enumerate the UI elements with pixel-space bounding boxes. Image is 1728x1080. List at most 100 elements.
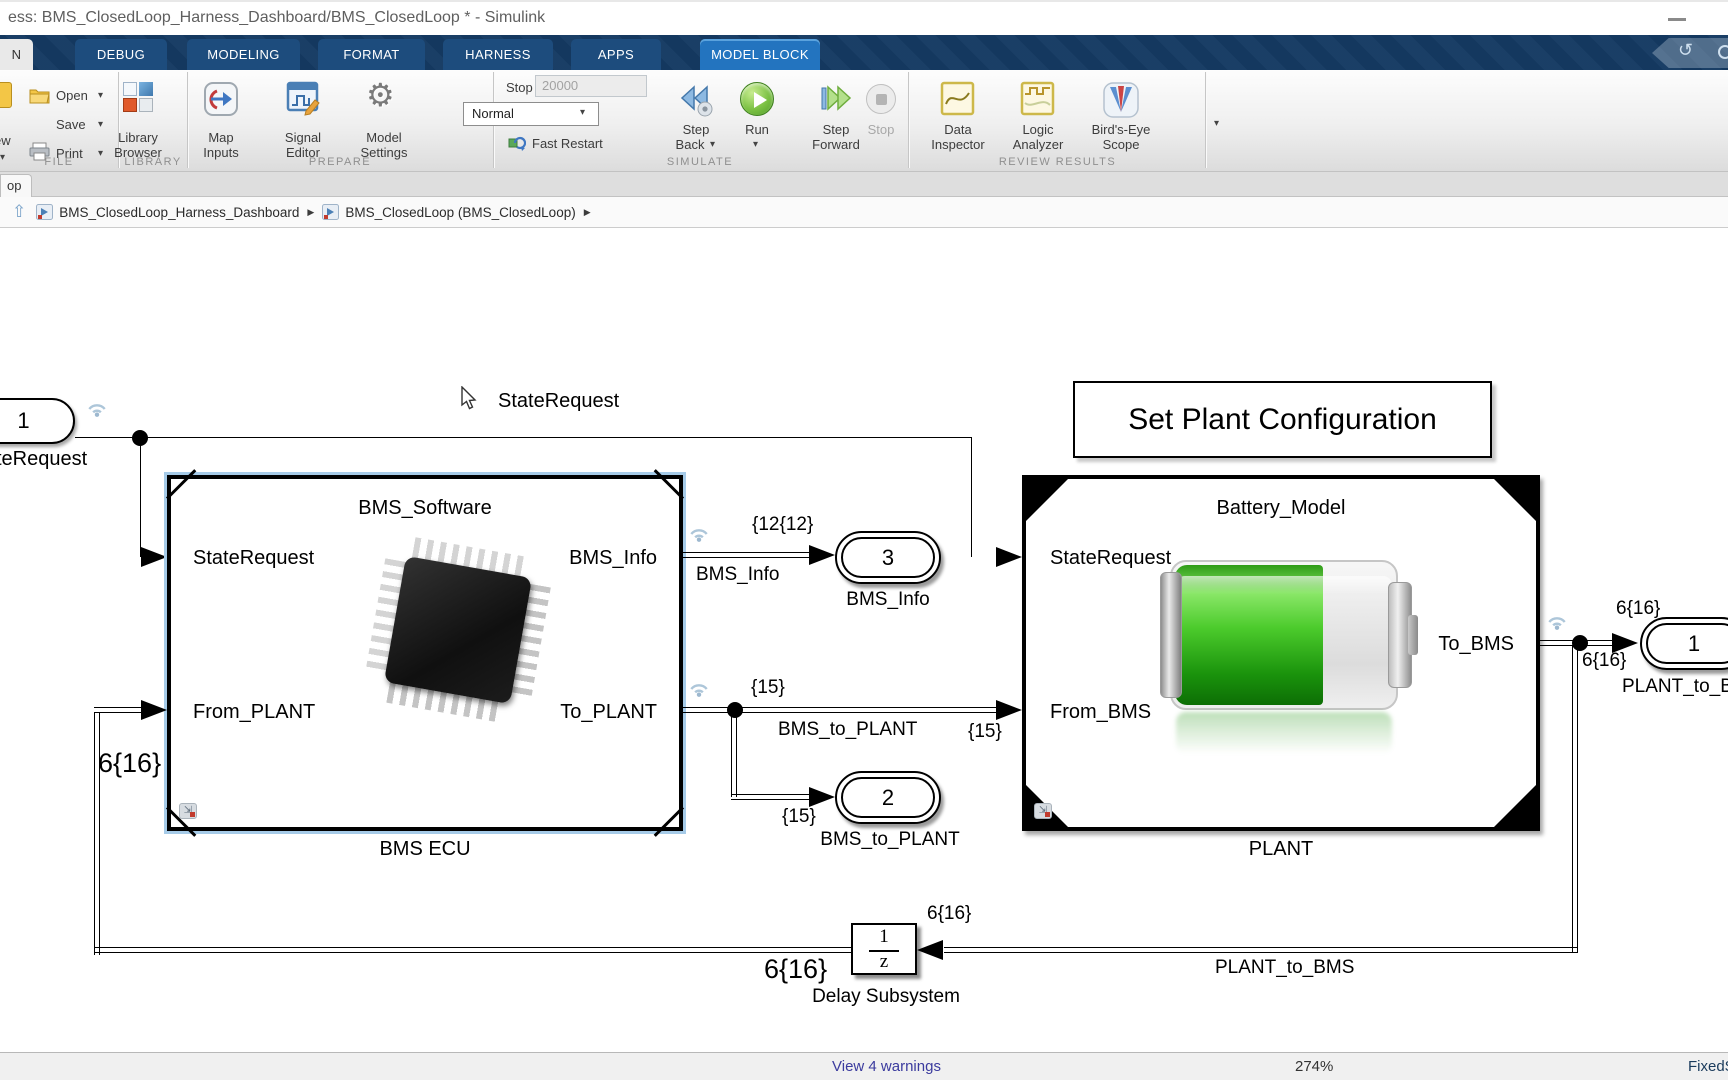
model-canvas[interactable]: 1 teRequest StateRequest BMS_Software St…	[0, 228, 1728, 1052]
bus-line-branch-outport2[interactable]	[731, 713, 737, 797]
breadcrumb-separator-icon[interactable]: ▶	[307, 206, 315, 217]
logged-signal-icon[interactable]	[688, 525, 710, 543]
block-name-plant[interactable]: PLANT	[1248, 838, 1314, 860]
save-dropdown-caret[interactable]: ▾	[98, 119, 104, 130]
library-browser-icon[interactable]	[123, 82, 153, 112]
model-settings-gear-icon[interactable]: ⚙	[366, 77, 395, 113]
navigate-up-icon[interactable]: ⇧	[12, 202, 27, 221]
delay-subsystem-block[interactable]: 1 z	[851, 923, 917, 975]
outport-block-3[interactable]: 3	[835, 531, 941, 584]
view-warnings-link[interactable]: View 4 warnings	[832, 1058, 941, 1075]
run-button-icon[interactable]	[740, 82, 774, 116]
bus-line-branch-outport2-h[interactable]	[731, 794, 811, 800]
signal-line-staterequest-branch[interactable]	[140, 437, 141, 557]
bus-line-bms-to-plant[interactable]	[683, 707, 1003, 713]
outport-label-bms-info[interactable]: BMS_Info	[846, 589, 930, 610]
data-inspector-button[interactable]: Data Inspector	[931, 122, 985, 152]
annotation-set-plant-configuration[interactable]: Set Plant Configuration	[1073, 381, 1492, 458]
logged-signal-icon[interactable]	[1546, 613, 1568, 631]
step-back-button[interactable]: Step	[682, 122, 710, 137]
signal-line-staterequest-drop[interactable]	[971, 437, 972, 557]
logic-analyzer-button[interactable]: Logic Analyzer	[1012, 122, 1064, 152]
new-model-icon[interactable]	[0, 82, 12, 108]
zoom-level[interactable]: 274%	[1295, 1058, 1334, 1075]
model-settings-button[interactable]: Model Settings	[360, 130, 408, 160]
map-inputs-button[interactable]: Map Inputs	[203, 130, 239, 160]
block-name-delay-subsystem[interactable]: Delay Subsystem	[812, 986, 960, 1007]
print-button[interactable]: Print	[56, 146, 83, 161]
search-icon[interactable]	[1718, 45, 1728, 59]
run-button[interactable]: Run	[745, 122, 769, 137]
signal-name-plant-to-bms[interactable]: PLANT_to_BMS	[1215, 957, 1355, 978]
model-reference-badge-icon: ⇲	[1034, 803, 1052, 819]
corner-mark	[1494, 479, 1536, 521]
open-button[interactable]: Open	[56, 88, 88, 103]
sim-mode-select[interactable]: Normal	[463, 102, 599, 126]
signal-name-bms-info[interactable]: BMS_Info	[696, 564, 780, 585]
new-button-label[interactable]: ew	[0, 133, 11, 148]
bus-line-into-from-plant[interactable]	[94, 707, 146, 713]
run-caret[interactable]: ▾	[753, 139, 759, 150]
data-inspector-icon[interactable]	[940, 81, 976, 117]
save-button[interactable]: Save	[56, 117, 86, 132]
step-forward-button[interactable]: Step	[822, 122, 850, 137]
logged-signal-icon[interactable]	[86, 400, 108, 418]
stop-time-input[interactable]: 20000	[535, 75, 647, 97]
sim-mode-caret[interactable]: ▾	[580, 107, 586, 118]
tab-apps[interactable]: APPS	[571, 39, 661, 70]
inport-label[interactable]: teRequest	[0, 448, 88, 470]
fast-restart-icon[interactable]	[508, 134, 526, 151]
tab-harness[interactable]: HARNESS	[443, 39, 553, 70]
branch-dot[interactable]	[132, 430, 148, 446]
step-back-button-2[interactable]: Back	[675, 137, 705, 152]
breadcrumb-item-1[interactable]: BMS_ClosedLoop_Harness_Dashboard	[59, 204, 300, 220]
review-more-caret[interactable]: ▾	[1214, 118, 1220, 129]
step-forward-icon[interactable]	[818, 82, 854, 118]
signal-line-staterequest[interactable]	[75, 437, 972, 438]
tab-model-block[interactable]: MODEL BLOCK	[700, 39, 820, 70]
dim-label-6-16: 6{16}	[1616, 598, 1661, 619]
print-dropdown-caret[interactable]: ▾	[98, 148, 104, 159]
inport-block-staterequest[interactable]: 1	[0, 398, 75, 444]
breadcrumb-item-2[interactable]: BMS_ClosedLoop (BMS_ClosedLoop)	[345, 204, 576, 220]
new-dropdown-caret[interactable]: ▾	[0, 152, 6, 163]
fast-restart-checkbox[interactable]: Fast Restart	[532, 136, 603, 151]
solver-name[interactable]: FixedSte	[1688, 1058, 1728, 1075]
bus-line-plant-to-bms-return[interactable]	[94, 712, 100, 955]
signal-editor-icon[interactable]	[286, 80, 322, 118]
minimize-icon[interactable]	[1668, 18, 1686, 21]
birds-eye-scope-icon[interactable]	[1102, 81, 1140, 119]
logic-analyzer-icon[interactable]	[1020, 81, 1056, 117]
bus-line-feedback-left[interactable]	[94, 947, 851, 953]
map-inputs-icon[interactable]	[202, 80, 240, 118]
open-folder-icon[interactable]	[28, 86, 52, 105]
branch-dot[interactable]	[1572, 635, 1588, 651]
undo-icon[interactable]: ↺	[1678, 40, 1694, 60]
tab-format[interactable]: FORMAT	[318, 39, 425, 70]
breadcrumb-separator-icon[interactable]: ▶	[583, 206, 591, 217]
port-arrow	[141, 700, 167, 720]
step-back-icon[interactable]	[678, 82, 714, 118]
library-browser-button[interactable]: Library Browser	[114, 130, 162, 160]
signal-name-bms-to-plant[interactable]: BMS_to_PLANT	[778, 719, 918, 740]
step-forward-button-2[interactable]: Forward	[812, 137, 860, 152]
outport-block-2[interactable]: 2	[835, 771, 941, 824]
bus-line-feedback-right[interactable]	[944, 947, 1578, 953]
step-back-caret[interactable]: ▾	[710, 139, 716, 150]
signal-name-staterequest[interactable]: StateRequest	[498, 390, 620, 412]
bus-line-feedback-v[interactable]	[1572, 646, 1578, 952]
tab-modeling[interactable]: MODELING	[187, 39, 300, 70]
logged-signal-icon[interactable]	[688, 680, 710, 698]
birds-eye-scope-button[interactable]: Bird's-Eye Scope	[1091, 122, 1151, 152]
tab-simulation-partial[interactable]: N	[0, 39, 33, 70]
print-icon[interactable]	[28, 142, 52, 161]
outport-block-1[interactable]: 1	[1640, 617, 1728, 670]
outport-label-bms-to-plant[interactable]: BMS_to_PLANT	[820, 829, 960, 850]
outport-label-plant-to-bms[interactable]: PLANT_to_B	[1622, 676, 1728, 697]
document-tab[interactable]: op	[0, 174, 32, 197]
signal-editor-button[interactable]: Signal Editor	[284, 130, 322, 160]
tab-debug[interactable]: DEBUG	[75, 39, 167, 70]
bus-line-bms-info[interactable]	[683, 552, 815, 558]
block-name-bms-ecu[interactable]: BMS ECU	[379, 838, 471, 860]
open-dropdown-caret[interactable]: ▾	[98, 90, 104, 101]
